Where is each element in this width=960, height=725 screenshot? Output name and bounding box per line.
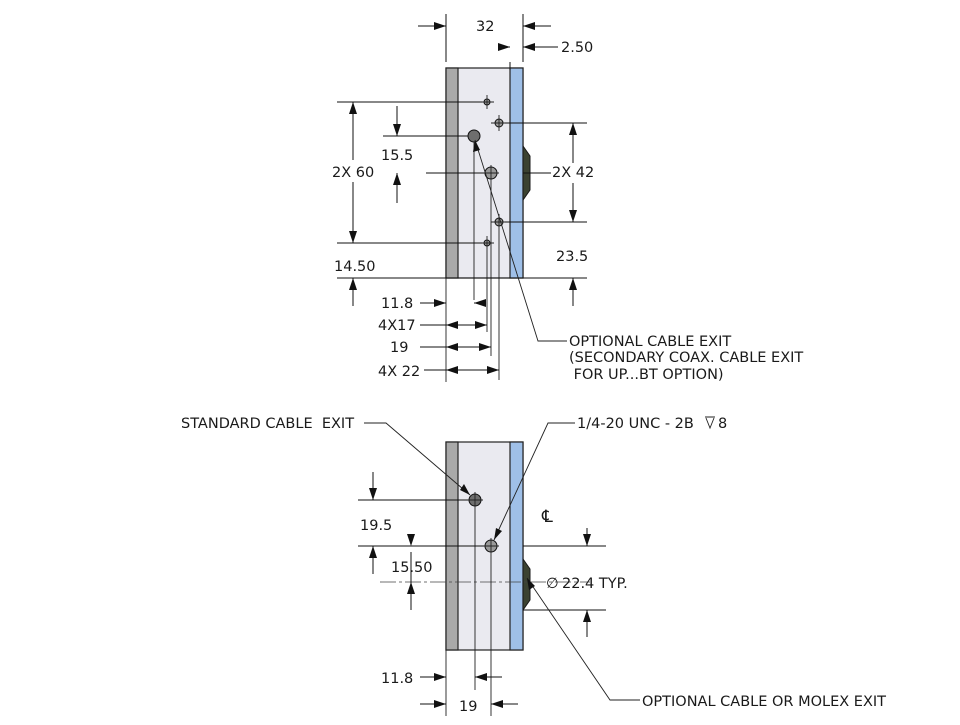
bottom-connector: [522, 557, 531, 612]
top-hole-pitch-left: 2X 60: [332, 165, 374, 181]
bottom-standard-exit-label: STANDARD CABLE EXIT: [181, 416, 354, 432]
top-bottom-left-dim: 14.50: [334, 259, 376, 275]
top-callout-line-3: FOR UP...BT OPTION): [569, 367, 724, 383]
top-right-plate: [509, 67, 524, 279]
top-callout-line-2: (SECONDARY COAX. CABLE EXIT: [569, 350, 803, 366]
top-h-dim-2: 4X17: [378, 318, 416, 334]
bottom-thread-depth: 8: [718, 416, 727, 432]
top-width-dim: 32: [476, 19, 494, 35]
bottom-centerline-symbol: ℄: [541, 507, 553, 527]
bottom-view: 19.5 15.50 ℄ ∅ 22.4 TYP. STANDARD CABLE …: [181, 416, 886, 716]
bottom-right-plate: [509, 441, 524, 651]
top-cable-exit-hole: [467, 129, 481, 143]
top-h-dim-3: 19: [390, 340, 408, 356]
top-h-dim-1: 11.8: [381, 296, 413, 312]
top-callout-line-1: OPTIONAL CABLE EXIT: [569, 334, 731, 350]
bottom-optional-exit-label: OPTIONAL CABLE OR MOLEX EXIT: [642, 694, 886, 710]
top-hole-pitch-right: 2X 42: [552, 165, 594, 181]
top-bottom-right-dim: 23.5: [556, 249, 588, 265]
depth-symbol-icon: [705, 416, 715, 430]
top-h-dim-4: 4X 22: [378, 364, 420, 380]
top-plate-dim: 2.50: [561, 40, 593, 56]
bottom-diameter-symbol: ∅: [546, 576, 559, 592]
bottom-diameter-value: 22.4 TYP.: [562, 576, 628, 592]
top-hole-offset: 15.5: [381, 148, 413, 164]
bottom-h-dim-1: 11.8: [381, 671, 413, 687]
bottom-dim-vertical-1: 19.5: [360, 518, 392, 534]
top-view: 32 2.50 2X 60 15.5 2X 42 14.50 23.5 11.8…: [330, 14, 803, 383]
bottom-h-dim-2: 19: [459, 699, 477, 715]
bottom-thread-callout: 1/4-20 UNC - 2B: [577, 416, 694, 432]
bottom-dim-vertical-2: 15.50: [391, 560, 433, 576]
